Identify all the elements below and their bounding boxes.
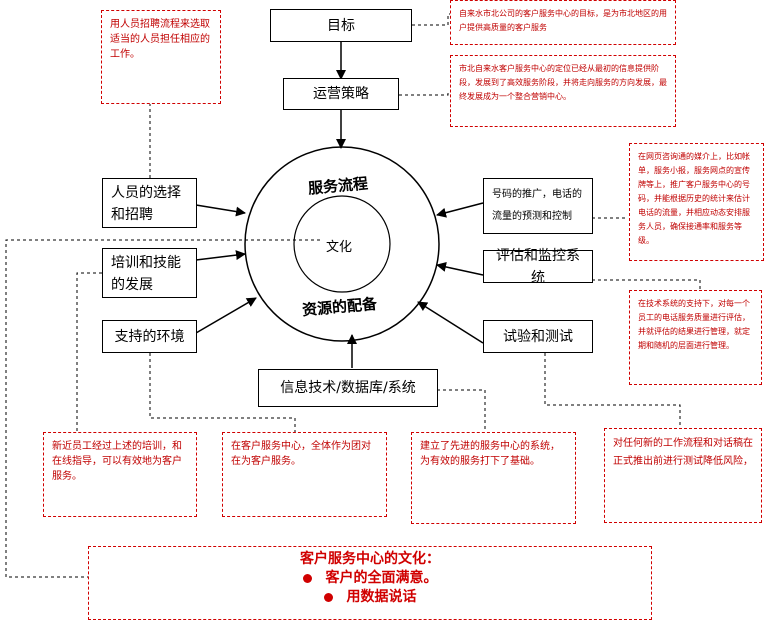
test-note: 对任何新的工作流程和对话稿在正式推出前进行测试降低风险，: [604, 428, 762, 523]
tech-note-connector: [437, 389, 486, 432]
environment-arrow: [195, 297, 257, 334]
tech-box: 信息技术/数据库/系统: [258, 369, 438, 407]
testing-box: 试验和测试: [483, 320, 593, 353]
monitor-note: 在技术系统的支持下，对每一个员工的电话服务质量进行评估，并就评估的结果进行管理，…: [629, 290, 762, 385]
env-note-connector: [149, 353, 296, 432]
culture-circle: [293, 195, 391, 293]
env-note: 在客户服务中心，全体作为团对在为客户服务。: [222, 432, 387, 517]
testing-label: 试验和测试: [503, 328, 573, 345]
environment-box: 支持的环境: [102, 320, 197, 353]
selection-box: 人员的选择和招聘: [102, 178, 197, 228]
recruit-note-text: 用人员招聘流程来选取适当的人员担任相应的工作。: [110, 19, 210, 60]
goal-note-text: 自来水市北公司的客户服务中心的目标，是为市北地区的用户提供高质量的客户服务: [459, 9, 667, 32]
training-label: 培训和技能的发展: [111, 255, 181, 293]
culture-title: 客户服务中心的文化：: [300, 551, 440, 567]
forecast-box: 号码的推广，电话的流量的预测和控制: [483, 178, 593, 234]
culture-item-1: 客户的全面满意。: [97, 571, 643, 586]
culture-box: 客户服务中心的文化： 客户的全面满意。 用数据说话: [88, 546, 652, 620]
strategy-note: 市北自来水客户服务中心的定位已经从最初的信息提供阶段，发展到了高效服务阶段，并将…: [450, 55, 676, 127]
monitor-note-connector: [592, 279, 701, 292]
train-note-text: 新近员工经过上述的培训，和在线指导，可以有效地为客户服务。: [52, 441, 182, 482]
tech-note: 建立了先进的服务中心的系统，为有效的服务打下了基础。: [411, 432, 576, 524]
test-note-text: 对任何新的工作流程和对话稿在正式推出前进行测试降低风险，: [613, 438, 753, 467]
culture-item-2: 用数据说话: [97, 590, 643, 605]
env-note-text: 在客户服务中心，全体作为团对在为客户服务。: [231, 441, 371, 467]
evaluation-arrow: [436, 262, 484, 276]
test-note-connector: [544, 353, 681, 428]
environment-label: 支持的环境: [114, 328, 185, 345]
goal-note: 自来水市北公司的客户服务中心的目标，是为市北地区的用户提供高质量的客户服务: [450, 0, 676, 45]
promo-note-text: 在网页咨询通的媒介上，比如帐单，服务小报，服务网点的宣传牌等上，推广客户服务中心…: [638, 152, 750, 245]
culture-connector: [5, 239, 320, 578]
train-note: 新近员工经过上述的培训，和在线指导，可以有效地为客户服务。: [43, 432, 197, 517]
training-arrow: [195, 250, 246, 261]
bullet-icon: [302, 573, 312, 583]
strategy-note-text: 市北自来水客户服务中心的定位已经从最初的信息提供阶段，发展到了高效服务阶段，并将…: [459, 64, 667, 101]
evaluation-box: 评估和监控系统: [483, 248, 593, 286]
selection-label: 人员的选择和招聘: [111, 185, 181, 223]
goal-box: 目标: [270, 9, 412, 42]
monitor-note-text: 在技术系统的支持下，对每一个员工的电话服务质量进行评估，并就评估的结果进行管理，…: [638, 299, 750, 350]
goal-label: 目标: [327, 17, 355, 34]
forecast-arrow: [436, 202, 484, 218]
strategy-box: 运营策略: [283, 78, 399, 110]
tech-label: 信息技术/数据库/系统: [280, 380, 416, 396]
culture-label: 文化: [326, 240, 353, 255]
recruit-note: 用人员招聘流程来选取适当的人员担任相应的工作。: [101, 10, 221, 104]
promo-note: 在网页咨询通的媒介上，比如帐单，服务小报，服务网点的宣传牌等上，推广客户服务中心…: [629, 143, 764, 261]
evaluation-label: 评估和监控系统: [496, 247, 580, 286]
culture-item-2-text: 用数据说话: [346, 589, 417, 605]
bullet-icon: [323, 592, 333, 602]
selection-arrow: [195, 204, 246, 217]
forecast-label: 号码的推广，电话的流量的预测和控制: [492, 189, 582, 222]
strategy-note-connector: [399, 90, 449, 96]
train-note-connector: [76, 272, 102, 432]
training-box: 培训和技能的发展: [102, 248, 197, 298]
culture-item-1-text: 客户的全面满意。: [325, 570, 438, 586]
tech-note-text: 建立了先进的服务中心的系统，为有效的服务打下了基础。: [420, 441, 560, 467]
goal-note-connector: [412, 13, 452, 26]
strategy-label: 运营策略: [313, 86, 369, 102]
testing-arrow: [417, 301, 484, 344]
